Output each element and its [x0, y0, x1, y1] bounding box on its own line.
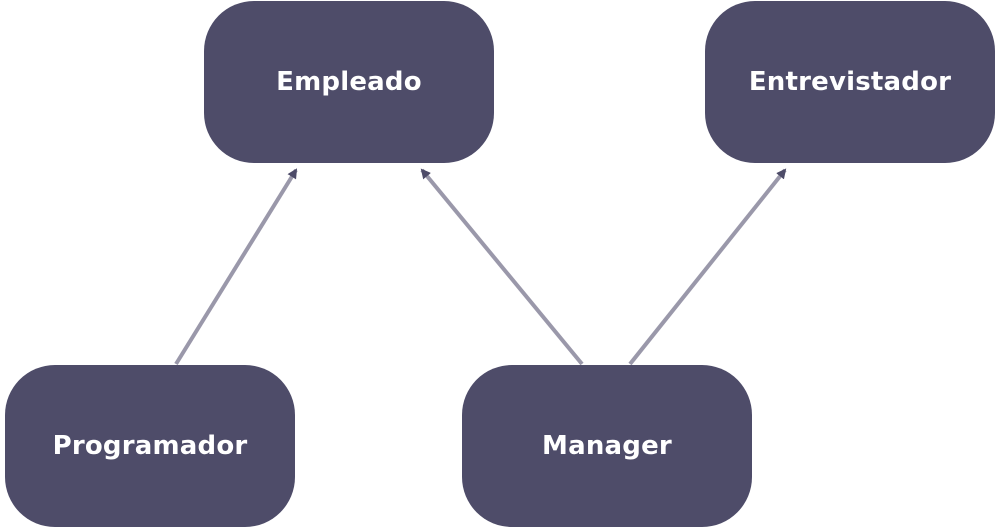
node-manager[interactable]: Manager	[462, 365, 752, 527]
node-manager-label: Manager	[542, 431, 672, 461]
node-empleado[interactable]: Empleado	[204, 1, 494, 163]
node-entrevistador[interactable]: Entrevistador	[705, 1, 995, 163]
node-entrevistador-label: Entrevistador	[748, 67, 952, 97]
edge-manager-to-empleado	[420, 168, 584, 366]
edge-programador-to-empleado	[174, 168, 298, 366]
node-programador-label: Programador	[52, 431, 248, 461]
node-empleado-label: Empleado	[276, 67, 422, 97]
node-programador[interactable]: Programador	[5, 365, 295, 527]
edge-manager-to-entrevistador	[628, 168, 787, 366]
